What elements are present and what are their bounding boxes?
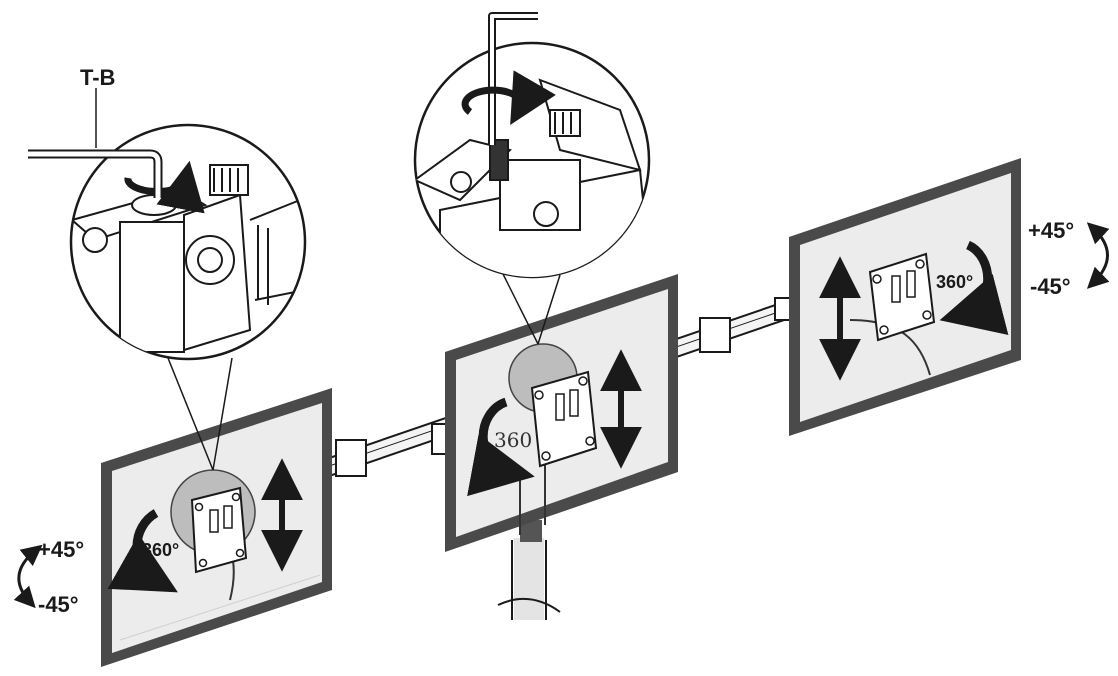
zoom-leader-lines [167,273,561,471]
tool-label: T-B [80,65,115,90]
detail-circle-center [413,12,651,279]
rotation-label-left: 360° [142,540,179,560]
rotate-arrows-icon [107,240,1009,593]
rotation-label-center: 360 [494,428,532,452]
monitor-left [101,388,332,667]
detail-circle-left [69,123,307,361]
monitor-center [445,274,678,552]
vesa-plate-right [868,252,936,342]
hex-key-icon [28,88,163,198]
tilt-arrow-icon [13,222,1110,609]
rotation-label-right: 360° [936,272,973,292]
tilt-up-label-right: +45° [1028,218,1074,243]
mount-pole [497,520,561,620]
tilt-up-label-left: +45° [38,537,84,562]
hex-key-icon-center [488,12,538,145]
tilt-down-label-left: -45° [38,592,79,617]
updown-arrow-icon [261,256,861,572]
tilt-down-label-right: -45° [1030,274,1071,299]
